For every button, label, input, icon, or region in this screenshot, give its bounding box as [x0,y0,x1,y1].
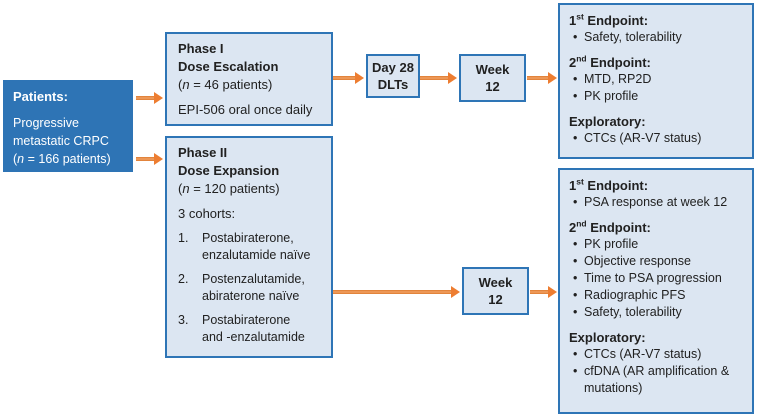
arrow-patients-to-phase2 [136,153,163,165]
cohort-list: 1. Postabiraterone, enzalutamide naïve 2… [178,230,320,346]
phase2-box: Phase II Dose Expansion (n = 120 patient… [165,136,333,358]
arrow-shaft [333,76,357,80]
arrow-shaft [136,157,156,161]
phase2-first-endpoint-section: 1st Endpoint: •PSA response at week 12 [569,177,743,211]
phase1-first-endpoint-section: 1st Endpoint: •Safety, tolerability [569,12,743,46]
second-endpoint-heading: 2nd Endpoint: [569,218,651,235]
week12-top-line2: 12 [485,79,500,94]
patients-n-count: (n = 166 patients) [13,152,111,166]
arrow-day28-to-week12 [420,72,457,84]
arrow-shaft [530,290,550,294]
bullet-icon: • [573,347,578,361]
arrow-head-icon [548,286,557,298]
week12-top-box: Week 12 [459,54,526,102]
patients-desc-line2: metastatic CRPC [13,134,109,148]
phase1-box: Phase I Dose Escalation (n = 46 patients… [165,32,333,126]
arrow-head-icon [448,72,457,84]
arrow-week12-to-phase1-endpoints [527,72,557,84]
bullet-icon: • [573,30,578,44]
cohorts-label: 3 cohorts: [178,206,236,221]
day28-line1: Day 28 [372,60,414,75]
arrow-patients-to-phase1 [136,92,163,104]
phase1-subtitle: Dose Escalation [178,59,279,74]
week12-bottom-line2: 12 [488,292,503,307]
endpoint-item: •MTD, RP2D [573,72,652,86]
phase2-subtitle: Dose Expansion [178,163,280,178]
bullet-icon: • [573,254,578,268]
phase1-second-endpoint-section: 2nd Endpoint: •MTD, RP2D •PK profile [569,54,743,105]
arrow-head-icon [451,286,460,298]
exploratory-heading: Exploratory: [569,114,646,129]
arrow-head-icon [154,153,163,165]
phase2-endpoints-panel: 1st Endpoint: •PSA response at week 12 2… [558,168,754,414]
bullet-icon: • [573,131,578,145]
phase1-endpoints-panel: 1st Endpoint: •Safety, tolerability 2nd … [558,3,754,159]
phase2-n-count: (n = 120 patients) [178,181,280,196]
bullet-icon: • [573,89,578,103]
endpoint-item: •Radiographic PFS [573,288,686,302]
bullet-icon: • [573,195,578,209]
day28-dlts-box: Day 28 DLTs [366,54,420,98]
exploratory-heading: Exploratory: [569,330,646,345]
week12-top-line1: Week [475,62,510,77]
bullet-icon: • [573,72,578,86]
endpoint-item: •Time to PSA progression [573,271,722,285]
day28-line2: DLTs [377,77,409,92]
second-endpoint-heading: 2nd Endpoint: [569,53,651,70]
endpoint-item: •CTCs (AR-V7 status) [573,347,702,361]
week12-bottom-line1: Week [478,275,513,290]
patients-box: Patients: Progressive metastatic CRPC (n… [3,80,133,172]
arrow-shaft [333,290,453,294]
phase2-second-endpoint-section: 2nd Endpoint: •PK profile •Objective res… [569,219,743,321]
phase1-n-count: (n = 46 patients) [178,77,273,92]
endpoint-item: •PSA response at week 12 [573,195,728,209]
endpoint-item: •CTCs (AR-V7 status) [573,131,702,145]
cohort-item-1: 1. Postabiraterone, enzalutamide naïve [178,231,311,262]
patients-title: Patients: [13,89,68,104]
arrow-phase1-to-day28 [333,72,364,84]
arrow-head-icon [355,72,364,84]
cohort-item-2: 2. Postenzalutamide, abiraterone naïve [178,272,305,303]
bullet-icon: • [573,237,578,251]
endpoint-item: •Safety, tolerability [573,30,682,44]
bullet-icon: • [573,364,578,378]
phase1-dosing: EPI-506 oral once daily [178,102,313,117]
week12-bottom-box: Week 12 [462,267,529,315]
bullet-icon: • [573,288,578,302]
cohort-item-3: 3. Postabiraterone and -enzalutamide [178,313,305,344]
arrow-head-icon [548,72,557,84]
phase2-exploratory-section: Exploratory: •CTCs (AR-V7 status) •cfDNA… [569,329,743,397]
endpoint-item: •Safety, tolerability [573,305,682,319]
first-endpoint-heading: 1st Endpoint: [569,176,649,193]
bullet-icon: • [573,271,578,285]
arrow-shaft [136,96,156,100]
patients-desc-line1: Progressive [13,116,79,130]
endpoint-item: •Objective response [573,254,692,268]
phase2-title: Phase II [178,145,228,160]
arrow-week12-to-phase2-endpoints [530,286,557,298]
endpoint-item: •cfDNA (AR amplification & mutations) [573,364,730,395]
arrow-phase2-to-week12 [333,286,460,298]
arrow-head-icon [154,92,163,104]
endpoint-item: •PK profile [573,237,639,251]
phase1-title: Phase I [178,41,224,56]
arrow-shaft [527,76,550,80]
endpoint-item: •PK profile [573,89,639,103]
arrow-shaft [420,76,450,80]
phase1-exploratory-section: Exploratory: •CTCs (AR-V7 status) [569,113,743,147]
bullet-icon: • [573,305,578,319]
first-endpoint-heading: 1st Endpoint: [569,11,649,28]
